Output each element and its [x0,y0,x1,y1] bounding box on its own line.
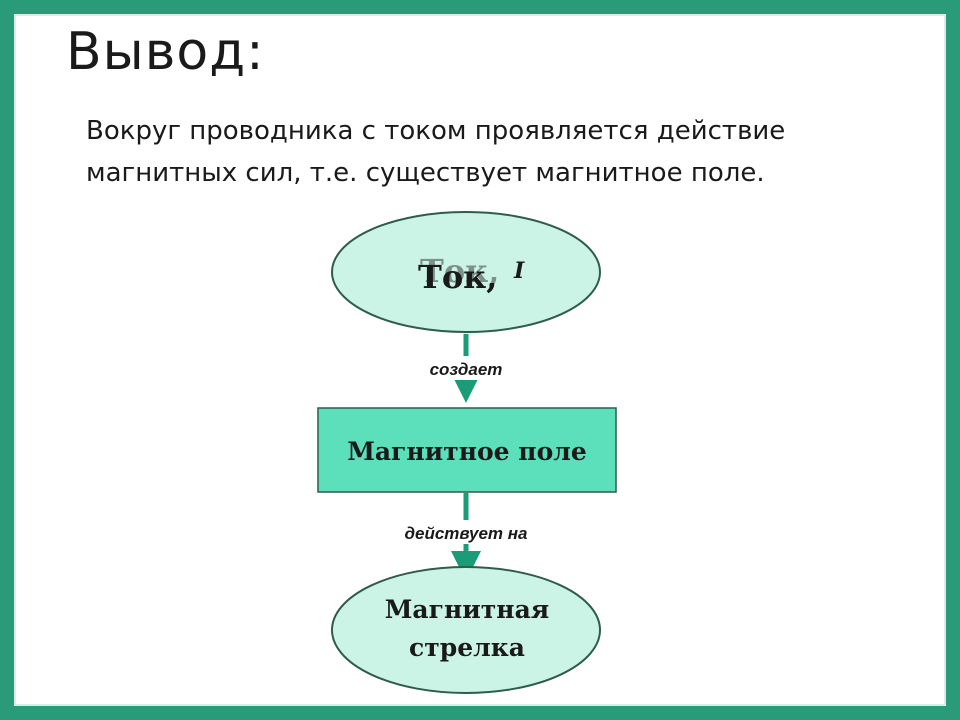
node-needle-label-line1: Магнитная [385,595,550,624]
edge-creates-label-bg [430,356,502,380]
node-field-label: Магнитное поле [347,437,587,466]
node-current-symbol: I [513,258,525,284]
node-needle-shape [331,566,601,694]
edge-creates: создает [430,334,503,403]
node-current-label-shadow: Ток, [420,252,499,290]
slide-title: Вывод: [66,22,265,82]
edge-acts-on-label-bg [395,520,538,544]
node-needle-label-line2: стрелка [409,633,525,662]
node-field-shape [317,407,617,493]
edge-acts-on-label: действует на [404,524,527,543]
node-needle: Магнитная стрелка [331,566,601,694]
edge-acts-on: действует на [395,493,538,581]
edge-creates-label: создает [430,360,503,379]
node-field: Магнитное поле [317,407,617,493]
node-current-label: Ток, [418,258,497,296]
node-current: Ток, Ток, I [331,211,601,333]
node-current-shape [331,211,601,333]
slide-body-text: Вокруг проводника с током проявляется де… [86,116,786,188]
